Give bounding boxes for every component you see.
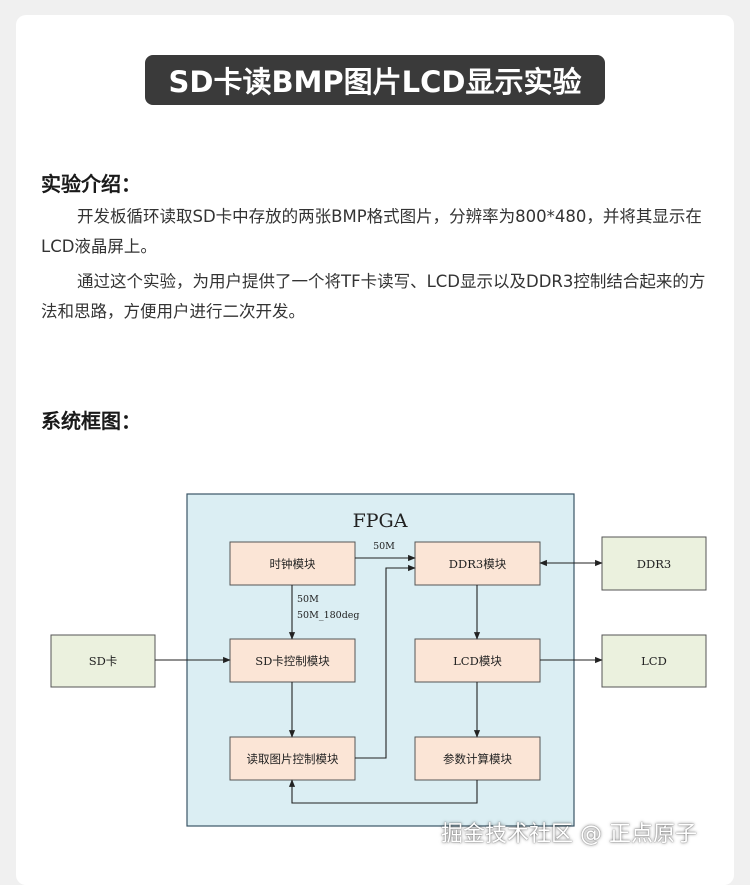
- external-sd-card-label: SD卡: [89, 654, 118, 668]
- external-lcd-label: LCD: [641, 654, 667, 668]
- intro-heading: 实验介绍：: [41, 172, 141, 196]
- external-sd-card: [50, 634, 156, 688]
- external-ddr3: [601, 536, 707, 591]
- read-picture-module-label: 读取图片控制模块: [247, 752, 339, 766]
- ddr3-module: [414, 541, 541, 586]
- external-lcd: [601, 634, 707, 688]
- lcd-module-label: LCD模块: [453, 654, 502, 668]
- external-ddr3-label: DDR3: [637, 557, 671, 571]
- intro-paragraph-1: 开发板循环读取SD卡中存放的两张BMP格式图片，分辨率为800*480，并将其显…: [41, 207, 702, 256]
- sd-control-module-label: SD卡控制模块: [255, 654, 330, 668]
- arrow-param-to-read: [288, 779, 478, 804]
- clock-module-label: 时钟模块: [270, 557, 316, 571]
- intro-paragraph-2: 通过这个实验，为用户提供了一个将TF卡读写、LCD显示以及DDR3控制结合起来的…: [41, 272, 706, 321]
- watermark: 掘金技术社区 @ 正点原子: [441, 822, 697, 847]
- parameter-module-label: 参数计算模块: [443, 752, 512, 766]
- diagram-heading: 系统框图：: [41, 409, 141, 433]
- page-title: SD卡读BMP图片LCD显示实验: [145, 55, 605, 105]
- signal-50m-sd: 50M: [297, 594, 319, 605]
- parameter-module: [414, 736, 541, 781]
- ddr3-module-label: DDR3模块: [449, 557, 507, 571]
- signal-50m-ddr3: 50M: [373, 541, 395, 552]
- arrow-read-to-ddr3: [355, 564, 416, 759]
- fpga-label: FPGA: [353, 510, 408, 532]
- signal-50m-180deg: 50M_180deg: [297, 610, 359, 621]
